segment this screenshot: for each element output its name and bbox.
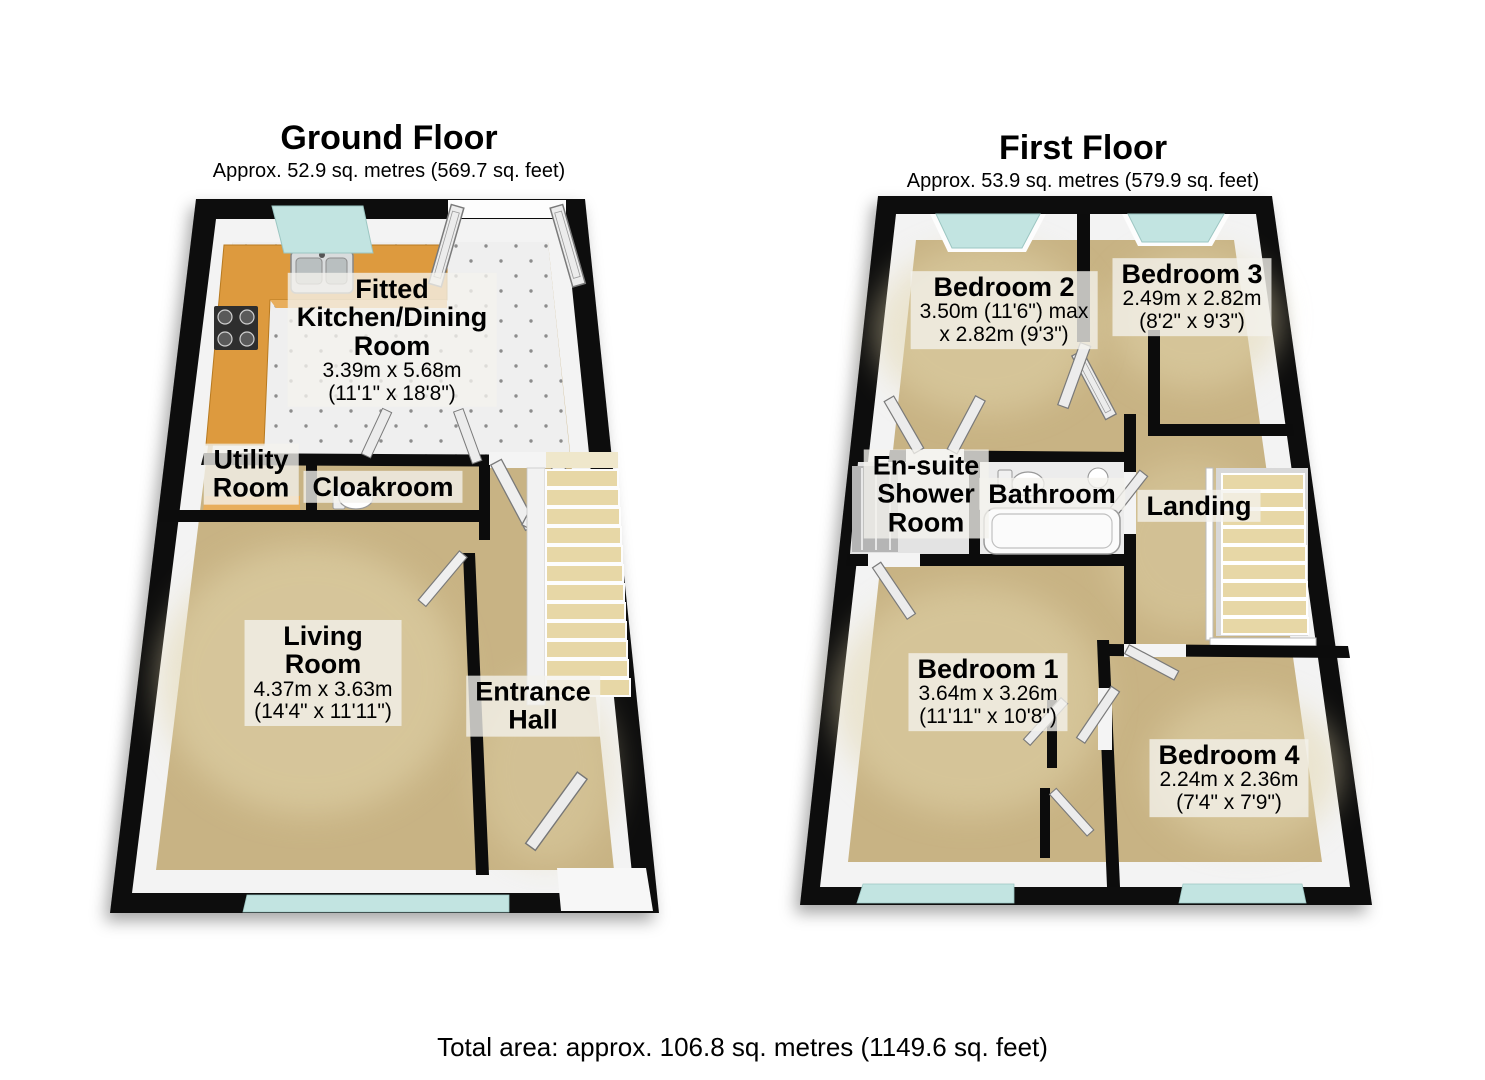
gf-bottom-window — [242, 894, 510, 913]
room-label-cloakroom: Cloakroom — [303, 470, 463, 504]
ff-wall-bed3-left — [1148, 330, 1160, 430]
ff-bed1-window — [856, 883, 1015, 904]
patio-door-right-icon — [549, 203, 587, 288]
room-label-ensuite: En-suite Shower Room — [863, 449, 989, 539]
gf-front-door-opening — [557, 868, 653, 911]
ff-bed2-window — [935, 213, 1041, 249]
ff-bed4-window — [1178, 883, 1307, 904]
first-floor-subtitle: Approx. 53.9 sq. metres (579.9 sq. feet) — [906, 170, 1260, 193]
ff-wall-landing-top — [1148, 424, 1294, 436]
gf-kitchen-window — [271, 205, 374, 254]
bathtub-icon — [983, 507, 1121, 555]
bed1-door-icon — [1075, 685, 1121, 745]
first-floor-title: First Floor — [998, 129, 1168, 167]
room-label-hall: Entrance Hall — [466, 675, 600, 737]
front-door-icon — [524, 771, 589, 852]
room-label-living: Living Room 4.37m x 3.63m (14'4" x 11'11… — [244, 619, 402, 727]
room-label-bedroom1: Bedroom 1 3.64m x 3.26m (11'11" x 10'8") — [908, 653, 1068, 731]
bed4-door-icon — [1123, 644, 1180, 681]
ff-staircase — [1205, 467, 1317, 647]
first-floor-header: First Floor Approx. 53.9 sq. metres (579… — [833, 129, 1333, 193]
room-label-bedroom3: Bedroom 3 2.49m x 2.82m (8'2" x 9'3") — [1112, 258, 1272, 336]
ground-floor-title: Ground Floor — [280, 119, 498, 157]
ff-bed3-window — [1127, 213, 1225, 243]
room-label-landing: Landing — [1137, 489, 1261, 523]
room-label-bedroom2: Bedroom 2 3.50m (11'6") max x 2.82m (9'3… — [910, 271, 1098, 349]
gf-wall-utility-bottom — [159, 510, 490, 522]
ensuite-door-icon — [871, 561, 917, 621]
total-area-text: Total area: approx. 106.8 sq. metres (11… — [437, 1032, 1048, 1062]
cloakroom-door-icon — [452, 407, 483, 465]
room-label-kitchen: Fitted Kitchen/Dining Room 3.39m x 5.68m… — [287, 272, 497, 408]
room-label-bedroom4: Bedroom 4 2.24m x 2.36m (7'4" x 7'9") — [1149, 739, 1309, 817]
utility-door-icon — [360, 407, 393, 459]
room-label-utility: Utility Room — [203, 443, 299, 505]
gf-patio-opening — [448, 200, 566, 218]
gf-staircase — [526, 452, 631, 706]
ground-floor-header: Ground Floor Approx. 52.9 sq. metres (56… — [139, 119, 639, 183]
ground-floor-subtitle: Approx. 52.9 sq. metres (569.7 sq. feet) — [212, 160, 566, 183]
ff-wall-closet-lower — [1040, 788, 1050, 858]
living-room-door-icon — [417, 550, 468, 608]
ff-wall-closet-upper — [1047, 700, 1057, 768]
stair-railing-bottom — [1209, 637, 1317, 647]
closet-door2-icon — [1048, 787, 1095, 837]
room-label-bathroom: Bathroom — [979, 477, 1125, 511]
gf-wall-cloakroom-right — [479, 465, 490, 540]
stove-icon — [214, 306, 258, 350]
